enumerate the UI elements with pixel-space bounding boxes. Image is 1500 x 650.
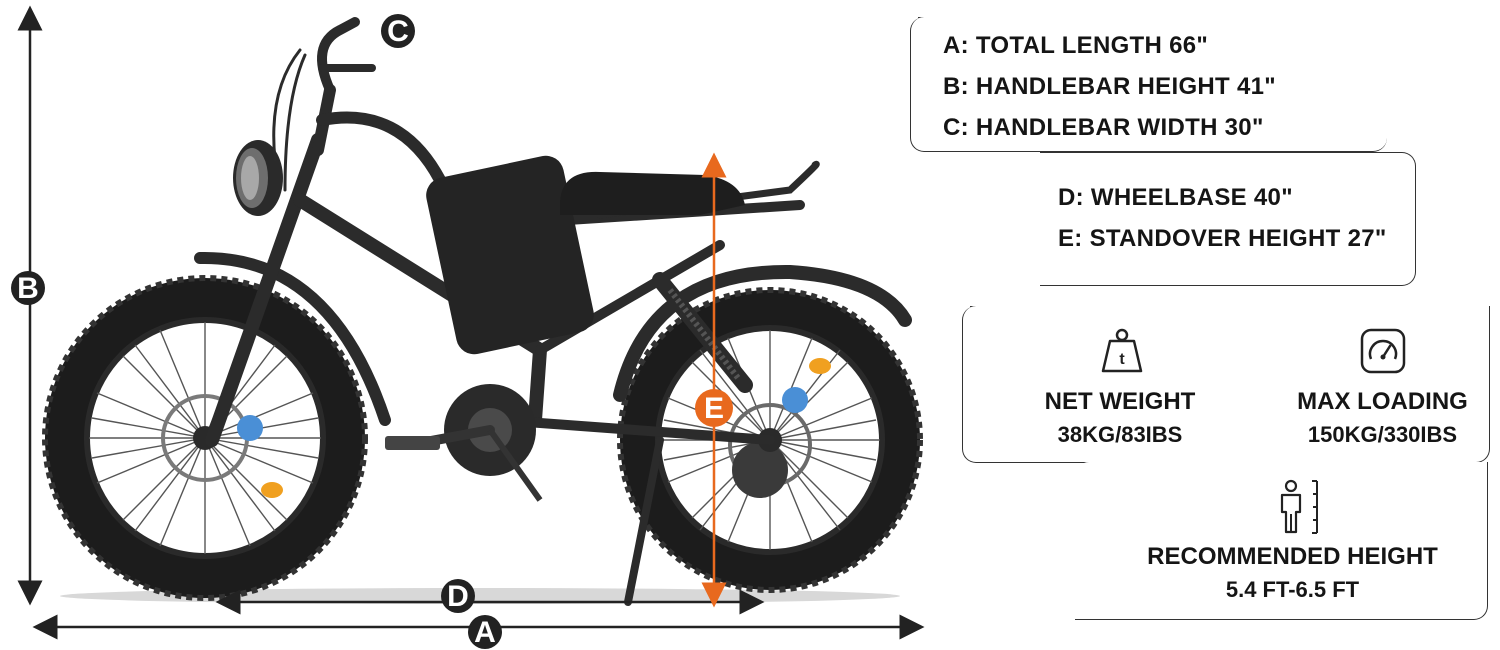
marker-e: E	[695, 389, 733, 427]
rear-reflector	[809, 358, 831, 374]
handlebar	[272, 17, 376, 192]
front-fender	[194, 251, 391, 426]
front-wheel	[42, 275, 368, 601]
marker-a-label: A	[474, 616, 496, 649]
front-reflector	[261, 482, 283, 498]
weight-icon: t	[1098, 326, 1146, 374]
kickstand	[624, 436, 664, 606]
spec-panel-recommended-height	[1075, 462, 1488, 620]
spec-panel-dimensions-2	[1040, 152, 1416, 286]
spec-handlebar-width: C: HANDLEBAR WIDTH 30"	[943, 114, 1264, 141]
rear-fender	[613, 264, 912, 402]
net-weight-value: 38KG/83IBS	[1057, 422, 1183, 447]
max-loading-block: MAX LOADING 150KG/330IBS	[1275, 388, 1490, 448]
max-loading-value: 150KG/330IBS	[1307, 422, 1458, 447]
seat	[560, 171, 745, 215]
battery-pack	[426, 155, 594, 355]
weight-icon-label: t	[1119, 351, 1125, 368]
spec-wheelbase: D: WHEELBASE 40"	[1058, 184, 1293, 211]
rear-brake-caliper	[782, 387, 808, 413]
person-height-icon	[1272, 478, 1324, 536]
marker-d-label: D	[447, 580, 469, 613]
max-loading-label: MAX LOADING	[1297, 388, 1468, 415]
recommended-height-value: 5.4 FT-6.5 FT	[1225, 577, 1360, 602]
net-weight-label: NET WEIGHT	[1044, 388, 1196, 415]
bike-illustration: A B C D E	[11, 5, 925, 649]
marker-c: C	[381, 14, 415, 48]
spec-total-length: A: TOTAL LENGTH 66"	[943, 32, 1209, 59]
marker-b-label: B	[17, 272, 39, 305]
front-brake-caliper	[237, 415, 263, 441]
marker-a: A	[468, 615, 502, 649]
spec-panel-dimensions-1	[910, 17, 1387, 152]
gauge-icon	[1359, 327, 1407, 375]
crank-set	[385, 384, 543, 502]
headlight	[233, 140, 283, 216]
marker-c-label: C	[387, 15, 409, 48]
marker-b: B	[11, 271, 45, 305]
recommended-height-label: RECOMMENDED HEIGHT	[1147, 543, 1438, 570]
marker-e-label: E	[704, 392, 724, 425]
marker-d: D	[441, 579, 475, 613]
spec-standover-height: E: STANDOVER HEIGHT 27"	[1058, 225, 1387, 252]
net-weight-block: NET WEIGHT 38KG/83IBS	[1030, 388, 1210, 448]
recommended-height-block: RECOMMENDED HEIGHT 5.4 FT-6.5 FT	[1120, 543, 1465, 603]
spec-handlebar-height: B: HANDLEBAR HEIGHT 41"	[943, 73, 1276, 100]
